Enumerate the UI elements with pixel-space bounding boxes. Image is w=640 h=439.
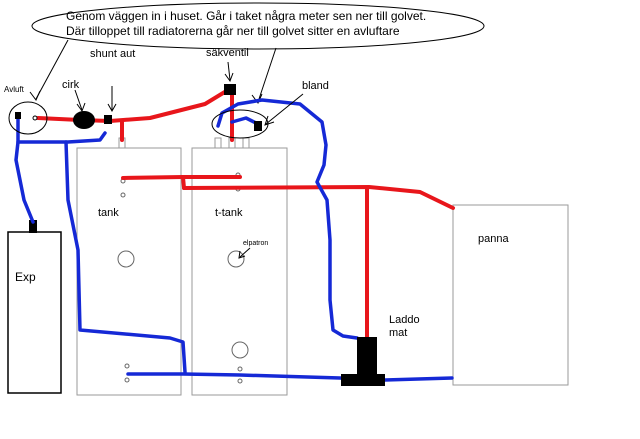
tank-port-top-2 <box>120 192 126 198</box>
sakventil-arrowhead <box>224 72 234 83</box>
laddomat-body <box>357 337 377 385</box>
label-elpatron: elpatron <box>243 240 268 247</box>
note-arrow-bland <box>257 47 277 103</box>
label-bland: bland <box>302 80 329 92</box>
cold-pipe-exp-down <box>14 140 35 224</box>
label-panna: panna <box>478 233 509 245</box>
tank-port-bottom-2 <box>124 377 130 383</box>
hot-pipe-top <box>36 88 230 123</box>
bland-arrow <box>265 93 304 125</box>
label-laddomat-2: mat <box>389 327 407 339</box>
expansion-tank <box>7 231 62 394</box>
bland-arrowhead <box>264 115 275 126</box>
ttank-hatch-lower <box>231 341 249 359</box>
mixing-valve <box>254 121 262 131</box>
label-avluft: Avluft <box>4 85 25 94</box>
cirk-arrowhead <box>76 102 86 113</box>
cold-pipe-bland-loop <box>216 98 359 340</box>
cold-pipes <box>14 98 454 382</box>
tank-box <box>76 147 182 396</box>
safety-valve <box>224 84 236 95</box>
hot-pipe-ttank-to-panna <box>182 185 455 210</box>
tank-hatch <box>117 250 135 268</box>
shunt-arrowhead <box>107 103 117 113</box>
hot-pipes <box>36 88 455 347</box>
avluft-valve <box>15 112 21 119</box>
note-bubble <box>31 2 485 50</box>
circulation-pump <box>73 111 95 129</box>
avluft-joint <box>32 115 38 121</box>
sakventil-arrow <box>227 61 231 81</box>
ttank-hatch <box>227 250 245 268</box>
note-line-2: Där tilloppet till radiatorerna går ner … <box>66 24 400 38</box>
ttank-port-bottom-1 <box>237 366 243 372</box>
label-sakventil: säkventil <box>206 47 249 59</box>
label-ttank: t-tank <box>215 207 243 219</box>
cold-pipe-bottom <box>126 372 454 382</box>
elpatron-arrowhead <box>238 250 246 259</box>
label-tank: tank <box>98 207 119 219</box>
elpatron-arrow <box>239 247 251 258</box>
note-line-1: Genom väggen in i huset. Går i taket någ… <box>66 9 426 23</box>
avluft-circle <box>8 101 48 135</box>
panna-box <box>452 204 569 386</box>
ttank-top-fitting-3 <box>242 137 250 149</box>
cold-pipe-tank-left <box>64 140 187 374</box>
exp-top-fitting <box>29 220 37 233</box>
tank-port-bottom-1 <box>124 363 130 369</box>
note-arrowhead-avluft <box>29 90 41 101</box>
label-cirk: cirk <box>62 79 80 91</box>
ttank-port-bottom-2 <box>237 378 243 384</box>
label-laddomat-1: Laddo <box>389 314 420 326</box>
shunt-valve <box>104 115 112 124</box>
note-arrowhead-bland <box>251 93 263 104</box>
cold-pipe-exp-line <box>16 116 107 144</box>
label-shunt: shunt aut <box>90 48 135 60</box>
note-arrow-avluft <box>35 39 69 100</box>
ttank-top-fitting-1 <box>214 137 222 149</box>
label-exp: Exp <box>15 270 36 284</box>
laddomat-base <box>341 374 385 386</box>
cirk-arrow <box>74 89 83 111</box>
